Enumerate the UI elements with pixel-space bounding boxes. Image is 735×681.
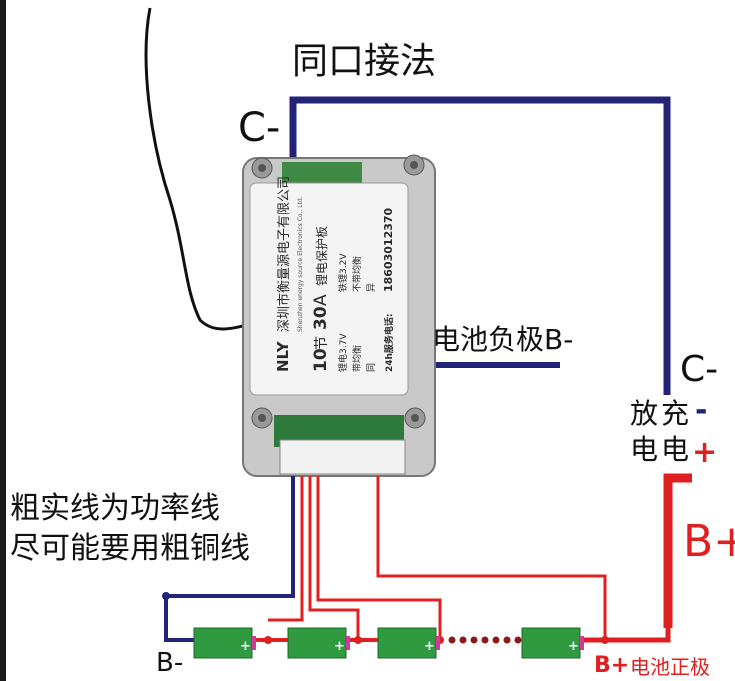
b-plus-wire <box>580 628 671 643</box>
charge-label-bottom: 电 <box>661 433 690 466</box>
screw-top-right-hole <box>410 161 418 169</box>
discharge-label-bottom: 电 <box>630 433 659 466</box>
sticker-current: 30 <box>311 306 331 330</box>
junction-1 <box>264 636 272 644</box>
c-minus-wire <box>289 96 671 395</box>
battery-negative-label: 电池负极B- <box>432 323 574 356</box>
chain-dot <box>481 636 489 644</box>
cell-plus: + <box>240 639 251 654</box>
chain-dot <box>514 636 522 644</box>
chain-dot <box>492 636 500 644</box>
cell-body <box>287 627 347 659</box>
board-top-pcb <box>282 162 362 184</box>
cell-terminal <box>252 636 256 650</box>
cell-terminal <box>436 636 440 650</box>
sticker-opt-lfp: 铁锂3.2V <box>337 253 349 292</box>
screw-bottom-right-hole <box>411 414 419 422</box>
cell-plus: + <box>568 639 579 654</box>
sticker-opt-same-port: 同 <box>366 363 377 372</box>
battery-cell: + <box>287 627 350 659</box>
b-plus-big-label: B+ <box>683 516 735 567</box>
cell-body <box>521 627 581 659</box>
chain-dot <box>503 636 511 644</box>
battery-cell: + <box>377 627 440 659</box>
charge-label-top: 充 <box>661 397 690 430</box>
sticker-product: 锂电保护板 <box>314 226 329 286</box>
discharge-label-top: 放 <box>630 397 659 430</box>
balance-wire-1 <box>268 476 304 622</box>
diagram-title: 同口接法 <box>292 41 437 82</box>
junction-last <box>601 636 609 644</box>
b-minus-junction <box>162 592 170 600</box>
note-line-1: 粗实线为功率线 <box>10 491 220 526</box>
sticker-opt-no-balance: 不带均衡 <box>351 256 363 292</box>
note-line-2: 尽可能要用粗铜线 <box>10 531 250 566</box>
minus-sign: - <box>695 393 708 428</box>
sticker-opt-balance: 带均衡 <box>351 345 363 372</box>
cell-body <box>377 627 437 659</box>
cell-plus: + <box>334 639 345 654</box>
sticker-opt-liion: 锂电3.7V <box>337 333 349 372</box>
sticker-series-unit: 节 <box>314 336 330 350</box>
sticker-company-en: Shenzhen energy source Electronics Co., … <box>297 196 304 332</box>
sticker-phone-label: 24h服务电话: <box>383 313 395 372</box>
sticker-company: 深圳市衡量源电子有限公司 <box>276 176 292 332</box>
board-sticker <box>249 182 409 396</box>
sticker-logo: NLY <box>274 340 292 372</box>
c-minus-top-label: C- <box>238 105 281 151</box>
balance-wire-last <box>376 476 607 640</box>
balance-wire-2 <box>308 476 360 640</box>
sticker-text: NLY 深圳市衡量源电子有限公司 Shenzhen energy source … <box>274 176 395 372</box>
connector-housing <box>279 439 406 475</box>
plus-sign: + <box>692 435 718 470</box>
cell-terminal <box>580 636 584 650</box>
sticker-phone: 18603012370 <box>382 207 395 292</box>
b-plus-bracket <box>663 473 692 628</box>
cell-chain-dots <box>448 636 522 644</box>
cell-terminal <box>346 636 350 650</box>
battery-cell: + <box>193 627 256 659</box>
antenna-wire <box>144 7 259 331</box>
chain-dot <box>448 636 456 644</box>
screw-top-left-hole <box>258 164 266 172</box>
battery-positive-label: 电池正极 <box>630 655 710 679</box>
screw-bottom-left-hole <box>258 414 266 422</box>
cell-body <box>193 627 253 659</box>
b-minus-bottom-label: B- <box>156 648 184 678</box>
sticker-series: 10 <box>311 348 331 372</box>
c-minus-right-label: C- <box>680 349 719 390</box>
chain-dot <box>470 636 478 644</box>
pcb-board <box>242 154 436 477</box>
sticker-current-unit: A <box>311 294 331 306</box>
battery-cell: + <box>521 627 584 659</box>
junction-2 <box>354 636 362 644</box>
sticker-opt-split-port: 异 <box>366 283 377 292</box>
b-plus-bottom-label: B+ <box>594 653 630 678</box>
chain-dot <box>459 636 467 644</box>
balance-wire-3 <box>316 476 442 640</box>
left-edge-strip <box>0 0 6 681</box>
cell-plus: + <box>424 639 435 654</box>
